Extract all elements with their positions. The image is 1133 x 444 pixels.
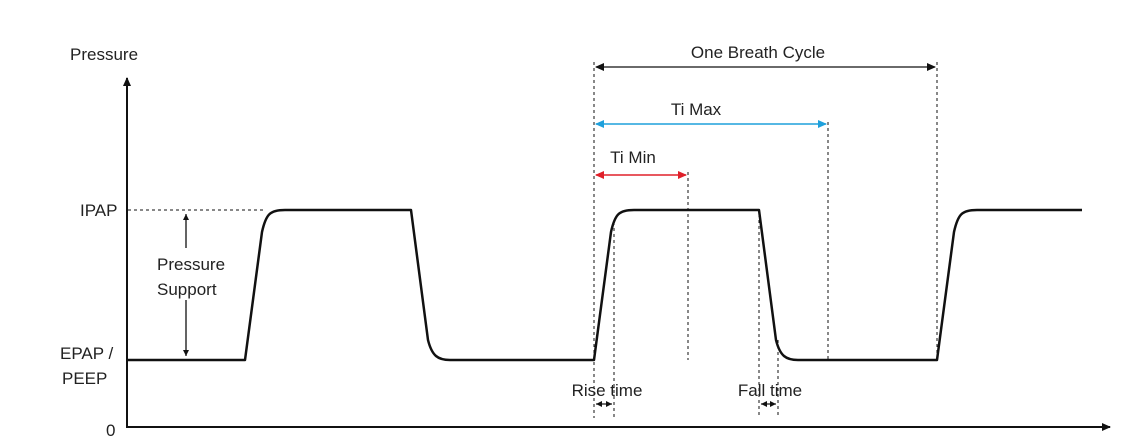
zero-label: 0	[106, 421, 115, 440]
epap-label-line1: EPAP /	[60, 344, 114, 363]
y-axis-label: Pressure	[70, 45, 138, 64]
epap-label-line2: PEEP	[62, 369, 107, 388]
one-breath-cycle-label: One Breath Cycle	[691, 43, 825, 62]
pressure-support-label-line2: Support	[157, 280, 217, 299]
ti-min-label: Ti Min	[610, 148, 656, 167]
pressure-waveform	[128, 208, 1082, 362]
fall-time-label: Fall time	[738, 381, 802, 400]
ipap-label: IPAP	[80, 201, 117, 220]
ti-max-label: Ti Max	[671, 100, 722, 119]
pressure-support-label-line1: Pressure	[157, 255, 225, 274]
pressure-support-label-bg	[150, 248, 222, 300]
rise-time-label: Rise time	[572, 381, 643, 400]
